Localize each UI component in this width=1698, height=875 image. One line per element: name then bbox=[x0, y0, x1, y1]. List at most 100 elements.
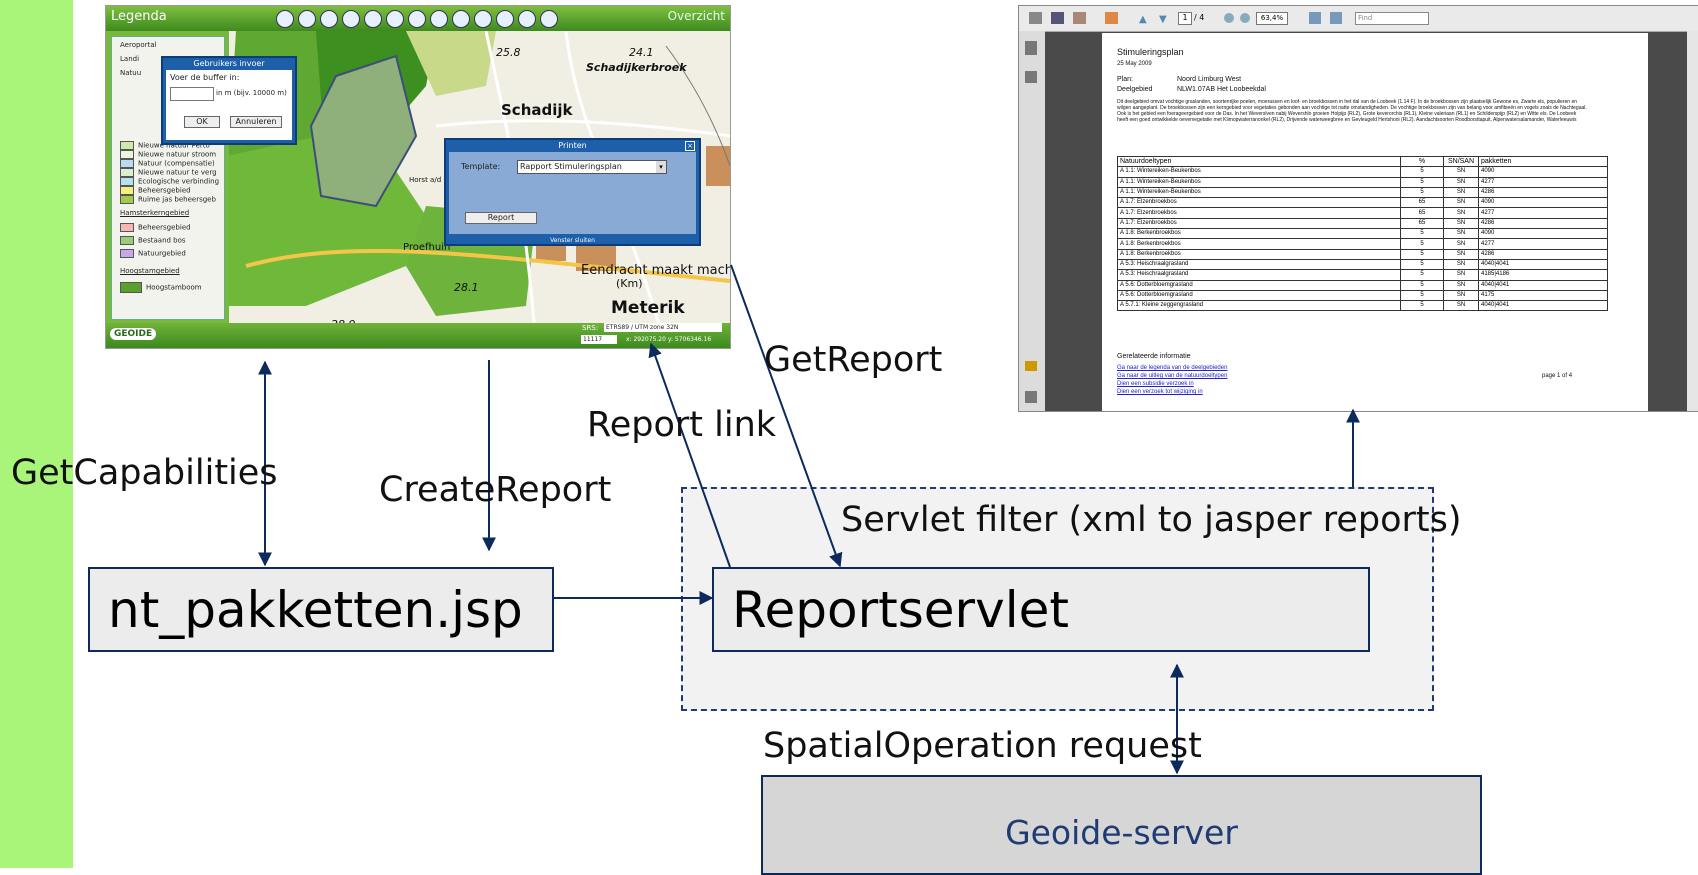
pdf-viewer-screenshot: ▲ ▼ 1 / 4 63,4% Find Stimuleringsplan 25… bbox=[1018, 5, 1698, 412]
pdf-toolbar: ▲ ▼ 1 / 4 63,4% Find bbox=[1019, 6, 1698, 32]
getreport-arrow bbox=[730, 264, 843, 568]
geoide-server-box: Geoide-server bbox=[761, 775, 1482, 875]
fit-page-icon[interactable] bbox=[1309, 12, 1321, 24]
legend-group[interactable]: Hamsterkerngebied bbox=[120, 209, 190, 217]
zoom-select[interactable]: 63,4% bbox=[1256, 12, 1288, 25]
pdf-link[interactable]: Dien een subsidie verzoek in bbox=[1117, 381, 1194, 387]
map-place-label: Meterik bbox=[611, 298, 685, 318]
clear-icon[interactable] bbox=[518, 10, 536, 28]
page-down-icon[interactable]: ▼ bbox=[1159, 14, 1167, 25]
map-bottom-bar: GEOIDE SRS: ETRS89 / UTM zone 32N 11117 … bbox=[106, 323, 730, 348]
legend-item-label: Hoogstamboom bbox=[146, 283, 202, 292]
template-value: Rapport Stimuleringsplan bbox=[520, 162, 622, 171]
map-place-label: Proefhuin bbox=[403, 242, 451, 253]
srs-label: SRS: bbox=[582, 324, 599, 332]
report-link-label: Report link bbox=[587, 405, 777, 445]
legend-list: Aeroportal Landi Natuu Nieuwe natuur Per… bbox=[111, 36, 225, 320]
legend-item-label: Ruime jas beheersgeb bbox=[138, 195, 216, 204]
chevron-down-icon[interactable]: ▾ bbox=[656, 161, 666, 173]
pages-icon[interactable] bbox=[1025, 41, 1037, 55]
page-up-icon[interactable]: ▲ bbox=[1139, 14, 1147, 25]
page-number-input[interactable]: 1 bbox=[1178, 12, 1192, 25]
close-window-link[interactable]: Venster sluiten bbox=[550, 237, 595, 244]
reportservlet-box: Reportservlet bbox=[712, 567, 1370, 652]
fit-width-icon[interactable] bbox=[1330, 12, 1342, 24]
pdf-link[interactable]: Dien een verzoek tot wijziging in bbox=[1117, 389, 1203, 395]
related-info-title: Gerelateerde informatie bbox=[1117, 353, 1191, 360]
template-select[interactable]: Rapport Stimuleringsplan ▾ bbox=[517, 160, 667, 174]
pdf-scrollbar[interactable] bbox=[1687, 31, 1698, 411]
legend-item: Beheersgebied bbox=[120, 223, 191, 232]
plan-value: Noord Limburg West bbox=[1177, 76, 1242, 83]
map-number-label: 25.8 bbox=[496, 46, 521, 59]
report-button[interactable]: Report bbox=[465, 212, 537, 224]
legend-item-label: Natuurgebied bbox=[138, 249, 186, 258]
print-icon[interactable] bbox=[1029, 12, 1042, 24]
close-icon[interactable]: × bbox=[685, 141, 695, 151]
template-label: Template: bbox=[461, 162, 501, 171]
coordinate-readout: x: 292075.20 y: 5706346.16 bbox=[626, 336, 712, 343]
page-indicator: page 1 of 4 bbox=[1542, 373, 1573, 379]
srs-select[interactable]: ETRS89 / UTM zone 32N bbox=[604, 323, 722, 332]
geoide-logo: GEOIDE bbox=[110, 328, 157, 340]
next-extent-icon[interactable] bbox=[364, 10, 382, 28]
comments-icon[interactable] bbox=[1025, 361, 1037, 371]
scale-select[interactable]: 11117 bbox=[581, 335, 617, 344]
zoom-out-icon[interactable] bbox=[1224, 13, 1234, 23]
cancel-button[interactable]: Annuleren bbox=[230, 116, 282, 128]
legend-item: Hoogstamboom bbox=[120, 282, 202, 293]
legend-group[interactable]: Hoogstamgebied bbox=[120, 267, 180, 275]
paperclip-icon[interactable] bbox=[1025, 391, 1037, 403]
attachments-icon[interactable] bbox=[1025, 71, 1037, 83]
map-number-label: 28.1 bbox=[454, 281, 479, 294]
pan-icon[interactable] bbox=[386, 10, 404, 28]
save-icon[interactable] bbox=[1051, 12, 1064, 24]
sign-icon[interactable] bbox=[1105, 12, 1118, 24]
pdf-link[interactable]: Ga naar de legenda van de deelgebieden bbox=[1117, 365, 1228, 371]
buffer-prompt: Voer de buffer in: bbox=[170, 73, 240, 82]
find-input[interactable]: Find bbox=[1355, 12, 1429, 25]
createreport-label: CreateReport bbox=[379, 470, 612, 510]
legend-item-label: Beheersgebied bbox=[138, 223, 191, 232]
legend-item[interactable]: Natuu bbox=[120, 69, 142, 77]
buffer-input[interactable] bbox=[170, 87, 214, 101]
legend-item-label: Ecologische verbinding bbox=[138, 177, 220, 186]
legend-item: Nieuwe natuur te verg bbox=[120, 168, 217, 177]
email-icon[interactable] bbox=[1073, 12, 1086, 24]
pdf-link[interactable]: Ga naar de uitleg van de natuurdoeltypen bbox=[1117, 373, 1228, 379]
legend-item-label: Nieuwe natuur Perto bbox=[138, 141, 210, 150]
overview-label[interactable]: Overzicht bbox=[667, 9, 725, 23]
map-viewer-screenshot: Legenda Overzicht Aeroportal Landi Natuu… bbox=[105, 5, 731, 349]
legend-item: Ecologische verbinding bbox=[120, 177, 219, 186]
legend-item[interactable]: Aeroportal bbox=[120, 41, 157, 49]
previous-extent-icon[interactable] bbox=[342, 10, 360, 28]
zoom-in-icon[interactable] bbox=[276, 10, 294, 28]
pdf-sidebar bbox=[1019, 31, 1045, 411]
ok-button[interactable]: OK bbox=[184, 116, 220, 128]
legend-item: Beheersgebied bbox=[120, 186, 191, 195]
report-link-arrow bbox=[648, 342, 731, 568]
buffer-icon[interactable] bbox=[474, 10, 492, 28]
print-icon[interactable] bbox=[496, 10, 514, 28]
help-icon[interactable] bbox=[540, 10, 558, 28]
buffer-dialog-title: Gebruikers invoer bbox=[193, 59, 265, 68]
map-place-label: (Km) bbox=[616, 277, 643, 290]
legend-item: Nieuwe natuur Perto bbox=[120, 141, 210, 150]
legend-item-label: Natuur (compensatie) bbox=[138, 159, 215, 168]
legend-item[interactable]: Landi bbox=[120, 55, 140, 63]
print-dialog-title: Printen bbox=[558, 141, 587, 150]
zoom-out-icon[interactable] bbox=[298, 10, 316, 28]
zoom-box-icon[interactable] bbox=[320, 10, 338, 28]
legend-item: Nieuwe natuur stroom bbox=[120, 150, 216, 159]
legend-item: Natuurgebied bbox=[120, 249, 186, 258]
legend-item-label: Nieuwe natuur te verg bbox=[138, 168, 217, 177]
identify-icon[interactable] bbox=[408, 10, 426, 28]
deelgebied-label: Deelgebied bbox=[1117, 86, 1153, 93]
measure-icon[interactable] bbox=[430, 10, 448, 28]
zoom-in-icon[interactable] bbox=[1240, 13, 1250, 23]
select-icon[interactable] bbox=[452, 10, 470, 28]
